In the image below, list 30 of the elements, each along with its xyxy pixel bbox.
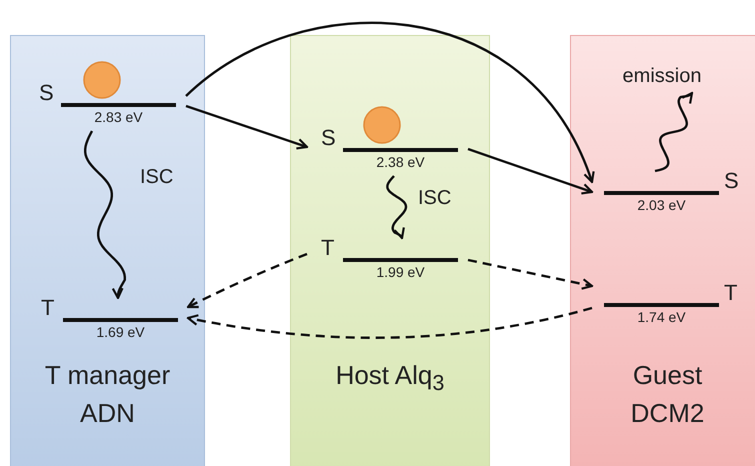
energy-value: 1.99 eV (375, 264, 426, 280)
energy-value: 2.03 eV (636, 197, 687, 213)
state-label: T (321, 236, 334, 260)
panel-label: Host Alq$_{3}$ (334, 359, 446, 398)
dashed-arrow (186, 306, 592, 339)
energy-value: 2.83 eV (93, 109, 144, 125)
edge-label: ISC (140, 165, 174, 189)
state-label: T (724, 281, 738, 305)
state-label: S (321, 126, 336, 150)
material-panel (10, 35, 205, 466)
dashed-arrow (468, 258, 594, 290)
material-panel (570, 35, 755, 466)
wavy-arrow (84, 130, 126, 300)
panel-label: T manager ADN (44, 359, 172, 430)
edge-label: ISC (418, 186, 452, 210)
energy-value: 1.69 eV (95, 324, 146, 340)
emission-label: emission (613, 63, 711, 91)
state-label: T (41, 296, 54, 320)
dashed-arrow (186, 252, 308, 308)
state-label: S (39, 81, 54, 105)
wavy-arrow (386, 175, 408, 240)
energy-value: 2.38 eV (375, 154, 426, 170)
energy-value: 1.74 eV (636, 309, 687, 325)
arrow (185, 22, 594, 184)
wavy-arrow (654, 92, 694, 172)
state-label: S (724, 169, 739, 193)
arrow (468, 148, 594, 194)
arrow (186, 104, 308, 150)
material-panel (290, 35, 490, 466)
panel-label: Guest DCM2 (630, 359, 706, 430)
